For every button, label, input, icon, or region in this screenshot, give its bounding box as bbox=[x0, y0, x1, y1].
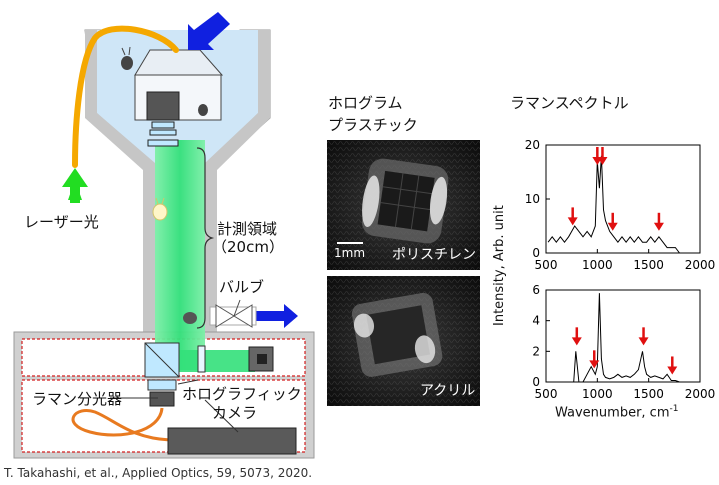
particle-trail bbox=[155, 197, 159, 205]
particle-illuminated bbox=[152, 203, 168, 221]
peak-marker-head bbox=[567, 217, 578, 226]
particle bbox=[121, 56, 133, 70]
hologram-images bbox=[327, 140, 480, 406]
scale-bar-label: 1mm bbox=[334, 246, 366, 260]
peak-marker-head bbox=[589, 360, 600, 369]
y-tick-label: 0 bbox=[532, 246, 540, 260]
raman-spectrometer bbox=[167, 427, 297, 455]
particle bbox=[183, 312, 197, 324]
spectrum-line bbox=[550, 293, 680, 383]
hologram-label-acrylic: アクリル bbox=[420, 383, 476, 399]
holo-camera-label-line2: カメラ bbox=[212, 404, 258, 422]
hologram-label-polystyrene: ポリスチレン bbox=[392, 247, 476, 263]
y-tick-label: 4 bbox=[532, 314, 540, 328]
spectra-title: ラマンスペクトル bbox=[510, 94, 629, 112]
x-tick-label: 500 bbox=[535, 258, 558, 272]
apparatus-diagram bbox=[13, 12, 315, 459]
raman-fiber bbox=[71, 407, 171, 442]
laser-arrow-icon bbox=[62, 168, 88, 203]
laser-beam bbox=[155, 140, 205, 370]
measure-region-label: 計測領域 bbox=[217, 220, 278, 238]
measure-region-size: （20cm） bbox=[212, 238, 284, 256]
raman-coupler bbox=[149, 391, 175, 407]
raman-spectrometer-label: ラマン分光器 bbox=[32, 390, 123, 408]
particle-trail bbox=[128, 46, 131, 56]
laser-beam-horizontal bbox=[175, 350, 255, 372]
citation: T. Takahashi, et al., Applied Optics, 59… bbox=[4, 466, 313, 480]
lens-3 bbox=[197, 345, 206, 373]
y-tick-label: 20 bbox=[525, 138, 540, 152]
x-tick-label: 1500 bbox=[633, 387, 664, 401]
leader-line bbox=[177, 379, 199, 385]
x-tick-label: 1000 bbox=[582, 387, 613, 401]
particle-trail bbox=[161, 197, 165, 205]
holo-camera-lens bbox=[257, 354, 267, 364]
y-tick-label: 6 bbox=[532, 283, 540, 297]
particle-trail bbox=[121, 47, 126, 56]
spectra-xlabel: Wavenumber, cm-1 bbox=[555, 404, 678, 420]
hologram-title-line2: プラスチック bbox=[328, 116, 418, 134]
plot-frame bbox=[545, 289, 701, 383]
spectra-xlabel-text: Wavenumber, cm bbox=[555, 405, 670, 421]
valve-icon bbox=[215, 304, 235, 328]
leader-line bbox=[204, 399, 239, 433]
x-tick-label: 2000 bbox=[685, 258, 715, 272]
peak-marker-head bbox=[607, 222, 618, 231]
valve-label: バルブ bbox=[219, 278, 265, 296]
hologram-polystyrene bbox=[327, 140, 480, 270]
cone-wall-right bbox=[205, 30, 270, 170]
spectrum-line bbox=[547, 155, 680, 254]
peak-marker-head bbox=[571, 337, 582, 346]
spectra-xlabel-sup: -1 bbox=[669, 404, 679, 414]
outflow-arrow-icon bbox=[256, 304, 298, 328]
peak-marker-head bbox=[667, 366, 678, 375]
peak-marker-head bbox=[653, 222, 664, 231]
peak-marker-head bbox=[638, 337, 649, 346]
y-tick-label: 0 bbox=[532, 375, 540, 389]
beam-splitter-diag bbox=[144, 342, 180, 378]
valve-icon bbox=[233, 304, 253, 328]
tube-wall-left bbox=[143, 165, 155, 335]
lens-2 bbox=[149, 129, 177, 136]
laser-fiber bbox=[72, 25, 179, 168]
valve-pointer bbox=[233, 299, 241, 317]
particle bbox=[198, 104, 208, 116]
lens-4 bbox=[147, 379, 177, 391]
x-tick-label: 2000 bbox=[685, 387, 715, 401]
measure-bracket bbox=[196, 147, 215, 329]
y-tick-label: 10 bbox=[525, 192, 540, 206]
tube-wall-right bbox=[205, 165, 217, 335]
holo-camera-label-line1: ホログラフィック bbox=[182, 385, 302, 403]
lens-block bbox=[146, 91, 180, 121]
hologram-title-line1: ホログラム bbox=[328, 94, 403, 112]
y-tick-label: 2 bbox=[532, 344, 540, 358]
window bbox=[147, 139, 179, 147]
lens-1 bbox=[151, 121, 175, 129]
x-tick-label: 1500 bbox=[633, 258, 664, 272]
scale-bar bbox=[337, 242, 363, 244]
x-tick-label: 500 bbox=[535, 387, 558, 401]
spectra-ylabel: Intensity, Arb. unit bbox=[492, 205, 507, 326]
inflow-arrow-icon bbox=[188, 12, 230, 50]
raman-spectra-chart: 500 1000 1500 2000 0 10 20 500 1000 1500 2000 0 2 4 6 bbox=[525, 138, 715, 401]
laser-label: レーザー光 bbox=[24, 213, 99, 231]
peak-marker-head bbox=[597, 157, 608, 165]
x-tick-label: 1000 bbox=[582, 258, 613, 272]
hologram-acrylic bbox=[327, 276, 480, 406]
